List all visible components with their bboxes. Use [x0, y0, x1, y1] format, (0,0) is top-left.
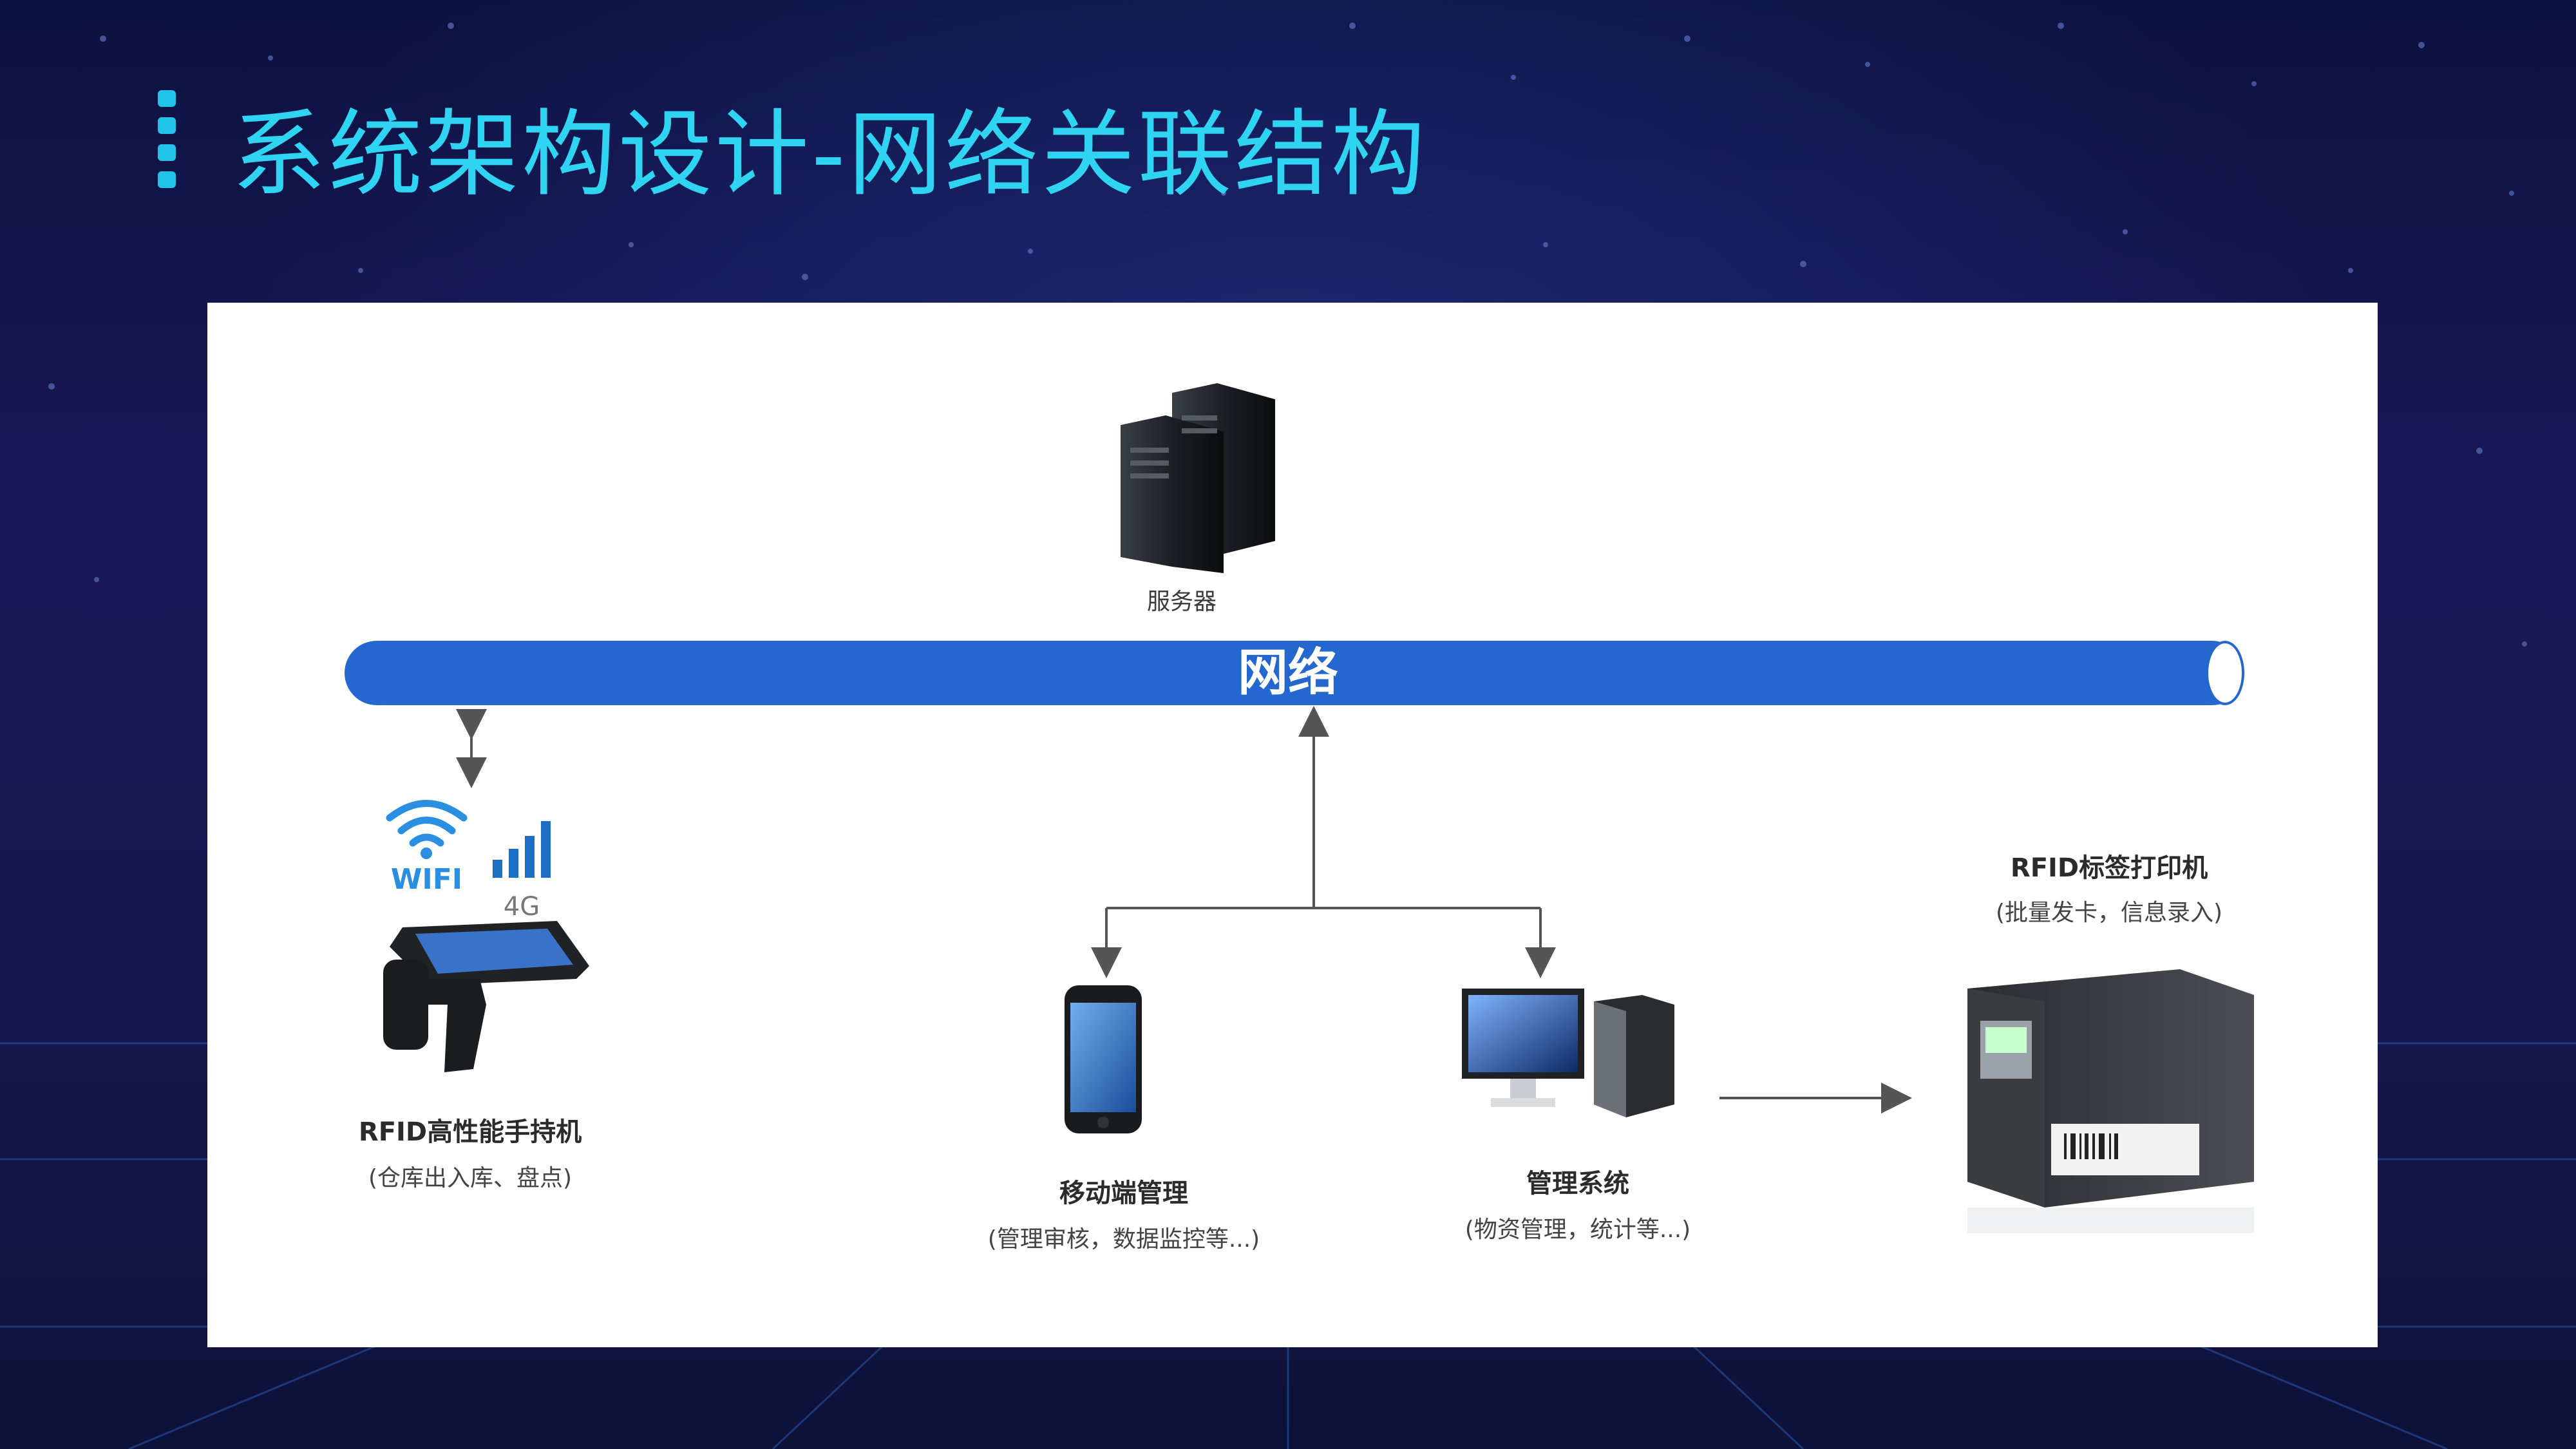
handheld-title: RFID高性能手持机: [358, 1117, 582, 1147]
slide-title: 系统架构设计-网络关联结构: [232, 100, 1428, 209]
printer-title: RFID标签打印机: [2010, 853, 2208, 883]
wifi-icon: [386, 800, 468, 859]
cell-signal-icon: [493, 821, 551, 878]
network-bus-bar: [345, 641, 2244, 705]
mobile-title: 移动端管理: [1059, 1179, 1188, 1208]
handheld-subtitle: (仓库出入库、盘点): [368, 1165, 573, 1191]
network-bus-cap: [2206, 641, 2244, 705]
server-label: 服务器: [1146, 589, 1217, 615]
label-printer-icon: [1967, 969, 2254, 1233]
cell-label: 4G: [503, 892, 540, 922]
mobile-phone-icon: [1065, 985, 1142, 1133]
server-icon: [1121, 383, 1275, 573]
desktop-computer-icon: [1462, 989, 1674, 1117]
wifi-label: WIFI: [390, 863, 463, 896]
pc-subtitle: (物资管理，统计等...): [1464, 1217, 1691, 1243]
printer-subtitle: (批量发卡，信息录入): [1995, 900, 2223, 926]
network-label: 网络: [1237, 644, 1338, 702]
pc-title: 管理系统: [1526, 1169, 1629, 1198]
mobile-subtitle: (管理审核，数据监控等...): [987, 1226, 1260, 1253]
rfid-handheld-icon: [383, 921, 589, 1072]
title-accent-bar: [158, 90, 176, 216]
